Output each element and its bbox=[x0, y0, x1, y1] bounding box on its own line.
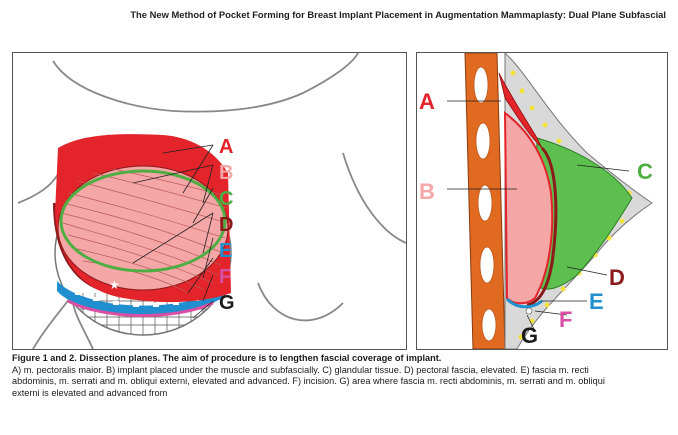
glandular-tissue-c bbox=[534, 137, 633, 290]
right-label-a: A bbox=[419, 89, 435, 114]
right-label-g: G bbox=[521, 323, 538, 348]
fascia-e-band bbox=[57, 281, 225, 316]
left-label-a: A bbox=[219, 136, 233, 158]
fascia-e bbox=[505, 297, 543, 309]
left-label-e: E bbox=[219, 240, 232, 262]
nipple-star-marker: ★ bbox=[109, 278, 120, 292]
incision-f-marker bbox=[525, 307, 533, 315]
pectoralis-major-a bbox=[498, 72, 543, 149]
caption-line-3: externi is elevated and advanced from bbox=[12, 387, 168, 398]
left-label-c: C bbox=[219, 188, 233, 210]
journal-running-header: The New Method of Pocket Forming for Bre… bbox=[130, 9, 666, 20]
figure-2-sagittal-view: A B C D E F G bbox=[416, 52, 668, 350]
left-label-f: F bbox=[219, 266, 231, 288]
right-label-e: E bbox=[589, 289, 604, 314]
figure-caption: Figure 1 and 2. Dissection planes. The a… bbox=[12, 353, 668, 399]
torso-outline bbox=[17, 53, 406, 349]
muscle-fibers bbox=[60, 168, 228, 294]
caption-line-1: A) m. pectoralis maior. B) implant place… bbox=[12, 364, 589, 375]
implant-b bbox=[57, 165, 229, 291]
right-label-c: C bbox=[637, 159, 653, 184]
caption-line-2: abdominis, m. serrati and m. obliqui ext… bbox=[12, 376, 605, 387]
left-label-g: G bbox=[219, 292, 235, 314]
implant-b bbox=[503, 110, 554, 305]
right-label-b: B bbox=[419, 179, 435, 204]
sagittal-dissection-diagram: A B C D E F G bbox=[419, 53, 653, 349]
caption-title: Figure 1 and 2. Dissection planes. The a… bbox=[12, 353, 442, 363]
leader-lines bbox=[132, 144, 214, 319]
figure-1-frontal-view: ★ A B C D E F G bbox=[12, 52, 407, 350]
right-label-d: D bbox=[609, 265, 625, 290]
right-label-f: F bbox=[559, 307, 572, 332]
pectoral-fascia-d bbox=[526, 146, 558, 307]
left-label-d: D bbox=[219, 214, 233, 236]
ribs bbox=[473, 66, 497, 342]
leader-lines bbox=[447, 100, 630, 332]
frontal-dissection-diagram: ★ A B C D E F G bbox=[17, 53, 406, 349]
incision-f bbox=[67, 299, 214, 318]
glandular-tissue-c bbox=[59, 169, 227, 273]
left-label-b: B bbox=[219, 162, 233, 184]
